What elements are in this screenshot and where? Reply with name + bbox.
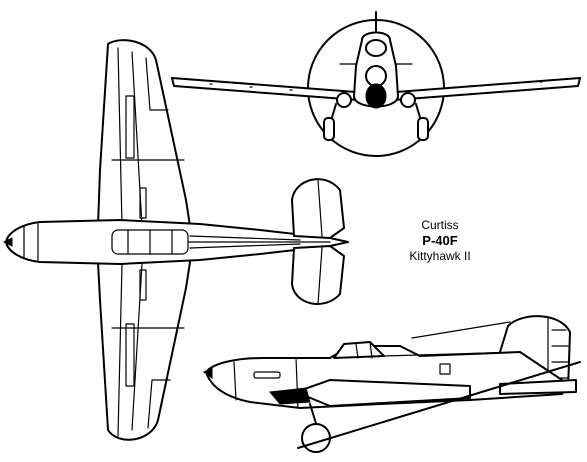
plan-tailplane-upper [291,178,345,239]
side-canopy-frame [355,341,373,359]
side-cowl-line [233,361,237,401]
aircraft-caption: Curtiss P-40F Kittyhawk II [400,218,480,264]
plan-view [2,39,349,441]
side-spine [383,351,521,357]
caption-maker: Curtiss [421,218,459,232]
side-ground-line [297,361,581,449]
side-canopy [333,341,385,359]
plan-panel-2 [139,187,147,219]
front-wing-left [171,77,359,101]
side-spinner-tip [203,367,213,379]
plan-wing-spar-upper [117,47,123,227]
front-wheel-right [417,117,429,141]
side-exhaust [253,371,281,379]
plan-wing-aileron-upper [145,57,169,111]
plan-spinner-tip [2,237,13,247]
plan-elevator-lower [317,247,323,305]
side-canopy-hood [411,321,511,339]
plan-canopy-frame [127,229,173,255]
side-wheel [301,423,331,453]
front-wing-dots-left [209,83,293,91]
front-chin-intake [365,83,387,109]
plan-wing-spar-lower [117,263,123,437]
caption-name: Kittyhawk II [409,249,471,263]
front-canopy [365,39,387,57]
side-tailplane [499,379,577,395]
front-wing-dots-right [459,81,543,88]
plan-tailplane-lower [291,245,345,305]
plan-wing-aileron-lower [147,379,171,429]
plan-spine-2 [189,235,301,249]
plan-panel-3 [125,323,135,387]
side-radiator-scoop [269,387,311,405]
side-panel [439,363,451,375]
plan-panel-4 [139,269,147,301]
front-wheel-left [323,117,335,141]
plan-elevator-upper [317,179,323,237]
plan-panel-1 [125,95,135,159]
side-rudder-ribs [551,329,569,379]
front-spinner [365,65,387,87]
side-view [203,315,581,453]
side-wing-root [295,379,471,407]
front-wing-right [393,77,581,101]
front-view [171,11,581,157]
caption-model: P-40F [422,233,458,248]
plan-fuselage [5,219,349,265]
front-radiator-left [336,92,352,108]
front-radiator-right [400,92,416,108]
